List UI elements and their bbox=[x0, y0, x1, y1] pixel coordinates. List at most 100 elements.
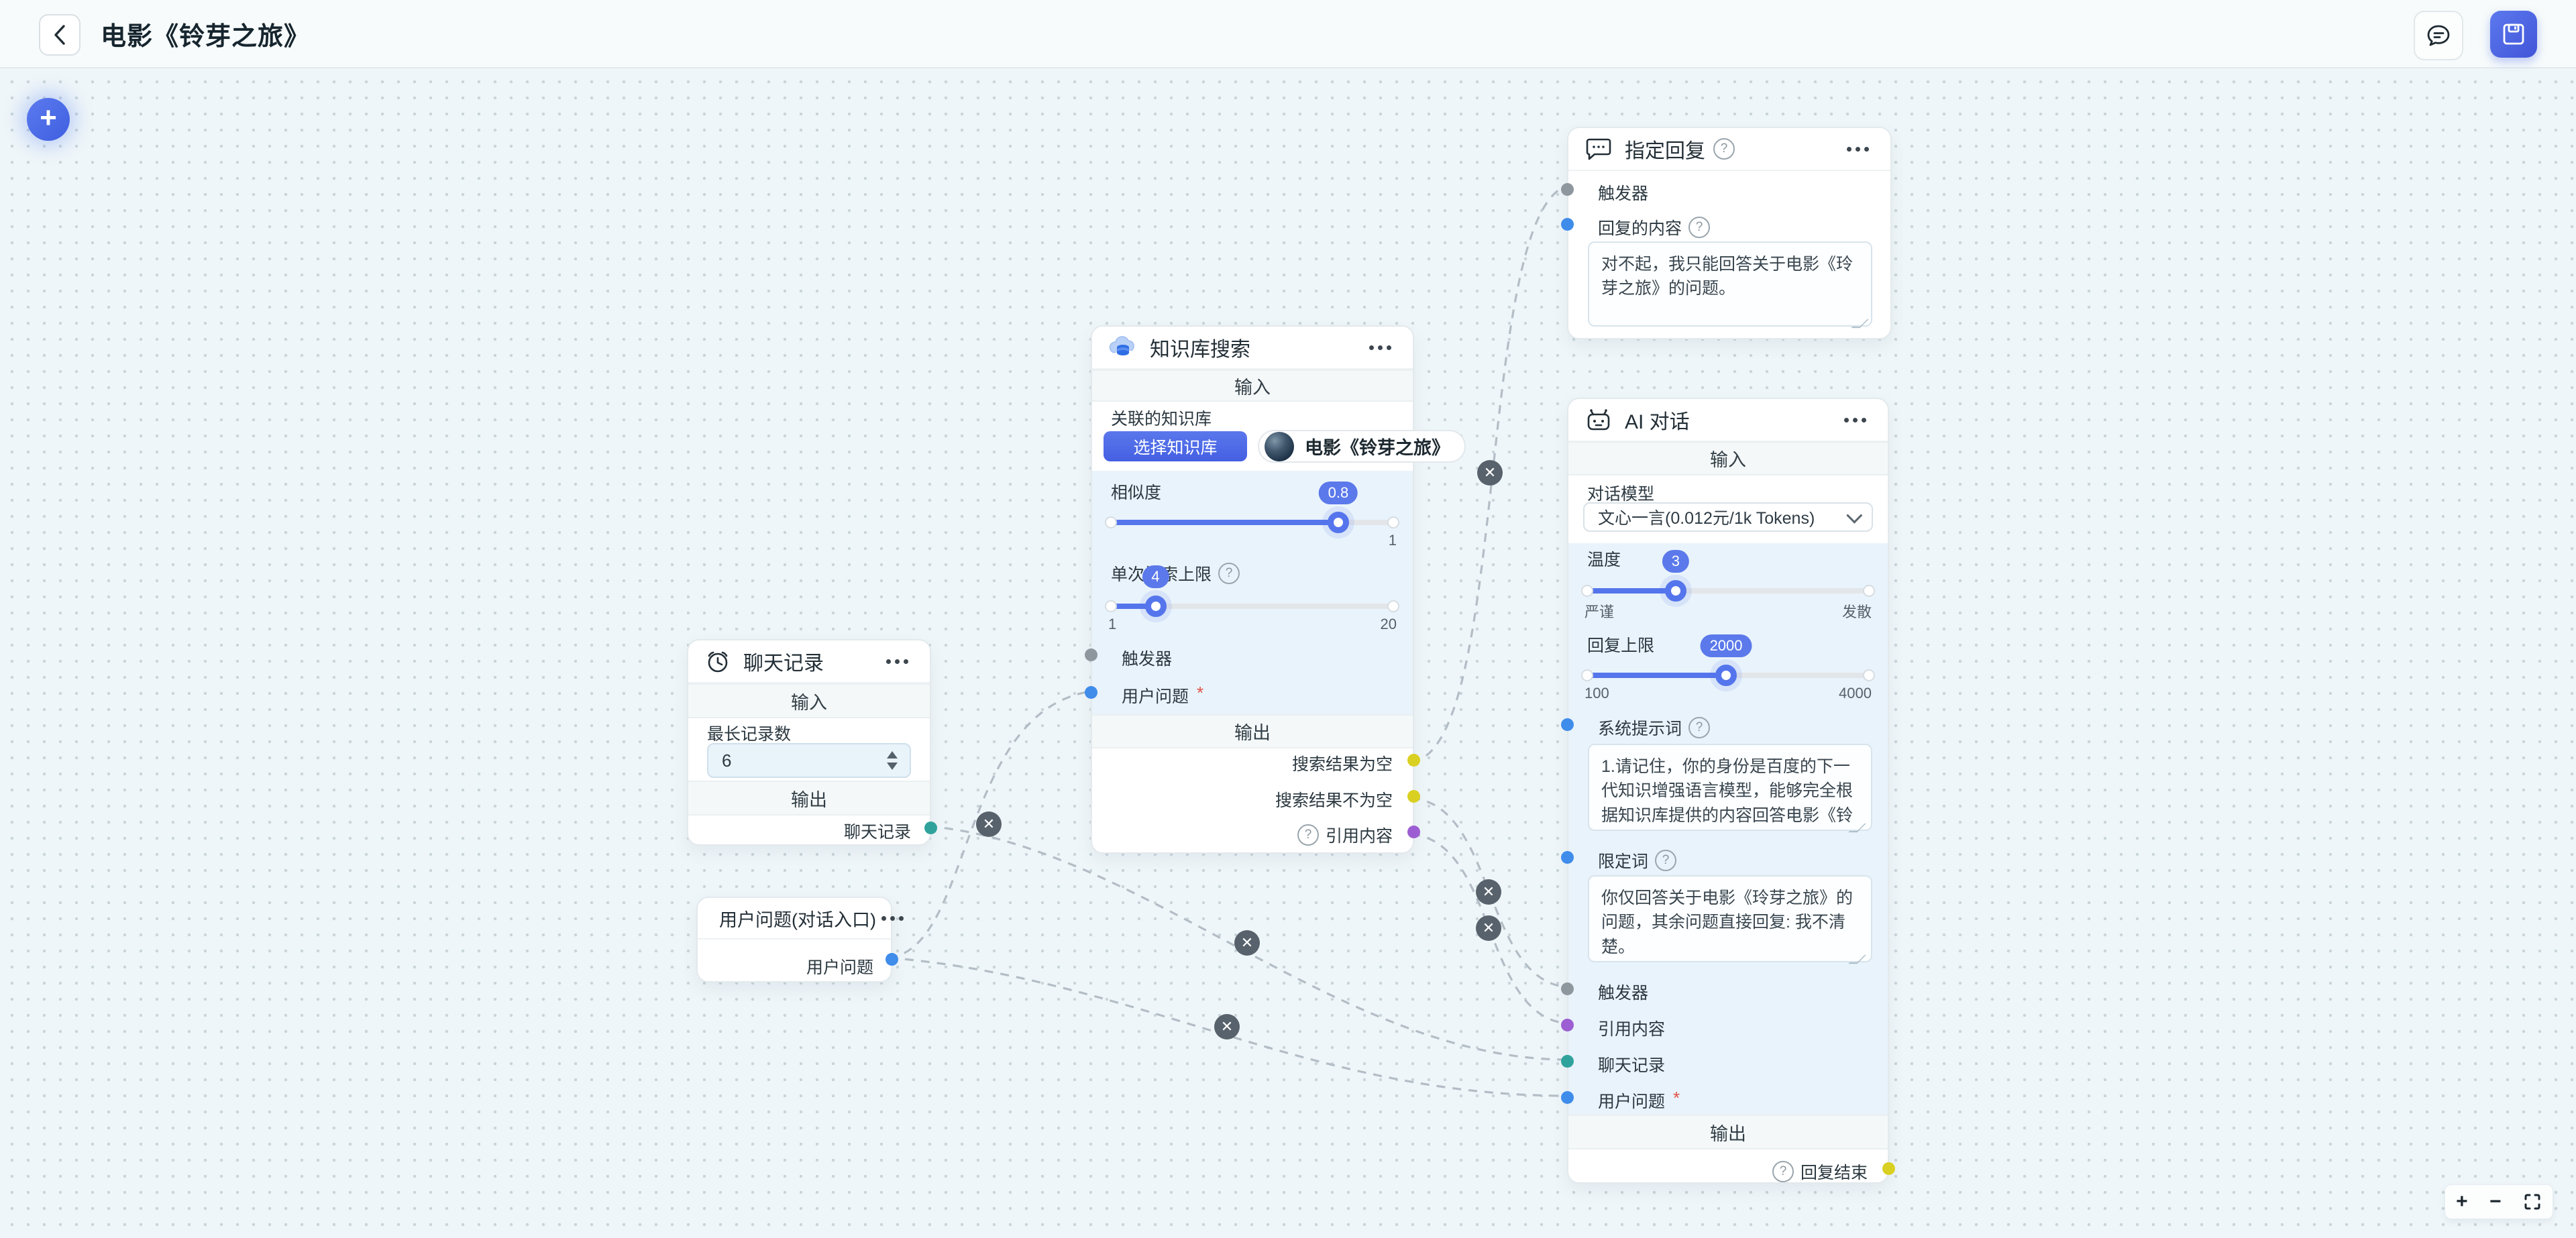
reply-limit-max-tick: 4000 bbox=[1839, 685, 1872, 701]
preview-chat-button[interactable] bbox=[2414, 11, 2463, 60]
max-records-value[interactable] bbox=[720, 749, 879, 772]
add-node-button[interactable]: + bbox=[27, 98, 70, 141]
search-limit-slider[interactable]: 4 bbox=[1105, 565, 1399, 617]
chevron-left-icon bbox=[54, 25, 65, 45]
port-history-in[interactable] bbox=[1561, 1055, 1574, 1068]
port-result-not-empty-out[interactable] bbox=[1407, 790, 1420, 803]
node-ai-chat[interactable]: AI 对话 输入 对话模型 文心一言(0.012元/1k Tokens) 温度 … bbox=[1561, 398, 1895, 1184]
node-menu-button[interactable] bbox=[876, 911, 909, 926]
max-records-input[interactable] bbox=[707, 743, 911, 778]
port-trigger-in[interactable] bbox=[1561, 982, 1574, 995]
port-chat-history-out[interactable] bbox=[924, 822, 937, 834]
temperature-slider-handle[interactable]: 3 bbox=[1662, 550, 1689, 602]
port-result-empty-out[interactable] bbox=[1407, 754, 1420, 767]
node-menu-button[interactable] bbox=[1839, 412, 1872, 428]
output-port-label: 用户问题 bbox=[806, 958, 873, 977]
search-limit-value-badge: 4 bbox=[1142, 565, 1169, 588]
stepper-up-icon[interactable] bbox=[887, 751, 898, 758]
input-section-header: 输入 bbox=[1092, 370, 1413, 402]
node-title: 聊天记录 bbox=[743, 653, 824, 675]
help-icon[interactable]: ? bbox=[1688, 717, 1711, 738]
reply-limit-slider-handle[interactable]: 2000 bbox=[1700, 634, 1752, 686]
help-icon[interactable]: ? bbox=[1655, 850, 1677, 871]
help-icon[interactable]: ? bbox=[1713, 138, 1735, 160]
fit-view-button[interactable] bbox=[2523, 1192, 2542, 1211]
temperature-slider[interactable]: 3 bbox=[1581, 550, 1875, 602]
reply-content-textarea[interactable]: 对不起，我只能回答关于电影《玲芽之旅》的问题。 bbox=[1588, 241, 1872, 327]
stepper-down-icon[interactable] bbox=[887, 763, 898, 770]
node-title: AI 对话 bbox=[1625, 411, 1690, 433]
kb-chip[interactable]: 电影《铃芽之旅》 bbox=[1258, 430, 1466, 463]
remove-connection-button[interactable]: ✕ bbox=[1234, 930, 1260, 956]
port-user-question-out[interactable] bbox=[885, 953, 898, 966]
reference-port-label: 引用内容 bbox=[1598, 1020, 1666, 1039]
system-prompt-label: 系统提示词 ? bbox=[1598, 716, 1711, 740]
node-menu-button[interactable] bbox=[881, 654, 914, 669]
remove-connection-button[interactable]: ✕ bbox=[1476, 879, 1501, 905]
node-fixed-reply[interactable]: 指定回复 ? 触发器 回复的内容 ? 对不起，我只能回答关于电影《玲芽之旅》的问… bbox=[1561, 127, 1892, 339]
search-limit-slider-handle[interactable]: 4 bbox=[1142, 565, 1169, 617]
port-user-question-in[interactable] bbox=[1561, 1091, 1574, 1104]
select-kb-button[interactable]: 选择知识库 bbox=[1104, 431, 1247, 461]
port-user-question-in[interactable] bbox=[1085, 686, 1097, 699]
output-row-chat-history: 聊天记录 bbox=[844, 819, 911, 843]
output-row-user-question: 用户问题 bbox=[806, 954, 873, 978]
node-fixed-reply-header: 指定回复 ? bbox=[1568, 128, 1890, 171]
output-section-header: 输出 bbox=[1092, 714, 1413, 748]
number-stepper bbox=[879, 751, 898, 770]
remove-connection-button[interactable]: ✕ bbox=[1477, 460, 1503, 486]
temperature-max-label: 发散 bbox=[1841, 604, 1872, 620]
back-button[interactable] bbox=[39, 14, 80, 56]
save-button[interactable] bbox=[2490, 11, 2537, 58]
search-limit-max-tick: 20 bbox=[1380, 616, 1397, 632]
remove-connection-button[interactable]: ✕ bbox=[1476, 915, 1501, 941]
save-floppy-icon bbox=[2503, 23, 2524, 45]
output-section-header: 输出 bbox=[1568, 1115, 1888, 1149]
node-user-question-header: 用户问题(对话入口) bbox=[698, 898, 904, 940]
output-section-header: 输出 bbox=[688, 781, 930, 815]
kb-label: 关联的知识库 bbox=[1111, 410, 1212, 429]
node-ai-chat-header: AI 对话 bbox=[1568, 399, 1888, 442]
remove-connection-button[interactable]: ✕ bbox=[1214, 1014, 1240, 1039]
node-user-question-entry[interactable]: 用户问题(对话入口) 用户问题 bbox=[696, 897, 904, 982]
zoom-toolbar: + − bbox=[2445, 1184, 2553, 1219]
output-row-reply-end: ? 回复结束 bbox=[1772, 1160, 1868, 1184]
help-icon[interactable]: ? bbox=[1688, 217, 1711, 238]
system-prompt-textarea[interactable]: 1.请记住，你的身份是百度的下一代知识增强语言模型，能够完全根据知识库提供的内容… bbox=[1588, 744, 1872, 831]
node-menu-button[interactable] bbox=[1364, 340, 1397, 355]
remove-connection-button[interactable]: ✕ bbox=[976, 811, 1002, 837]
port-qualifier-in[interactable] bbox=[1561, 851, 1574, 864]
zoom-in-button[interactable]: + bbox=[2456, 1190, 2468, 1213]
port-reply-content-in[interactable] bbox=[1561, 218, 1574, 231]
node-kb-search[interactable]: 知识库搜索 输入 关联的知识库 选择知识库 电影《铃芽之旅》 相似度 0.8 1… bbox=[1085, 325, 1466, 854]
node-menu-button[interactable] bbox=[1841, 142, 1874, 157]
model-select[interactable]: 文心一言(0.012元/1k Tokens) bbox=[1583, 502, 1873, 532]
zoom-out-button[interactable]: − bbox=[2489, 1190, 2502, 1213]
port-reply-end-out[interactable] bbox=[1882, 1162, 1895, 1175]
history-port-label: 聊天记录 bbox=[1598, 1056, 1666, 1075]
node-title: 指定回复 bbox=[1625, 140, 1705, 162]
port-trigger-in[interactable] bbox=[1561, 183, 1574, 196]
help-icon[interactable]: ? bbox=[1297, 824, 1319, 846]
reply-limit-slider[interactable]: 2000 bbox=[1581, 634, 1875, 686]
help-icon[interactable]: ? bbox=[1218, 563, 1240, 584]
similarity-slider-handle[interactable]: 0.8 bbox=[1318, 482, 1358, 533]
output-row-not-empty: 搜索结果不为空 bbox=[1275, 791, 1393, 810]
port-system-prompt-in[interactable] bbox=[1561, 718, 1574, 731]
max-records-label: 最长记录数 bbox=[707, 725, 792, 744]
node-chat-history[interactable]: 聊天记录 输入 最长记录数 输出 聊天记录 bbox=[687, 639, 937, 846]
input-section-header: 输入 bbox=[1568, 441, 1888, 475]
workflow-canvas[interactable]: + ✕ ✕ ✕ ✕ ✕ ✕ 聊天记录 输入 最长记录数 bbox=[0, 67, 2576, 1238]
trigger-port-label: 触发器 bbox=[1122, 650, 1173, 669]
reply-bubble-icon bbox=[1586, 138, 1611, 160]
port-trigger-in[interactable] bbox=[1085, 649, 1097, 661]
input-section-header: 输入 bbox=[688, 683, 930, 718]
help-icon[interactable]: ? bbox=[1772, 1161, 1794, 1182]
qualifier-textarea[interactable]: 你仅回答关于电影《玲芽之旅》的问题，其余问题直接回复: 我不清楚。 bbox=[1588, 875, 1872, 962]
similarity-slider[interactable]: 0.8 bbox=[1105, 482, 1399, 533]
temperature-value-badge: 3 bbox=[1662, 550, 1689, 573]
port-reference-in[interactable] bbox=[1561, 1019, 1574, 1031]
search-limit-min-tick: 1 bbox=[1108, 616, 1117, 632]
question-port-label: 用户问题* bbox=[1122, 682, 1204, 707]
port-reference-out[interactable] bbox=[1407, 826, 1420, 838]
